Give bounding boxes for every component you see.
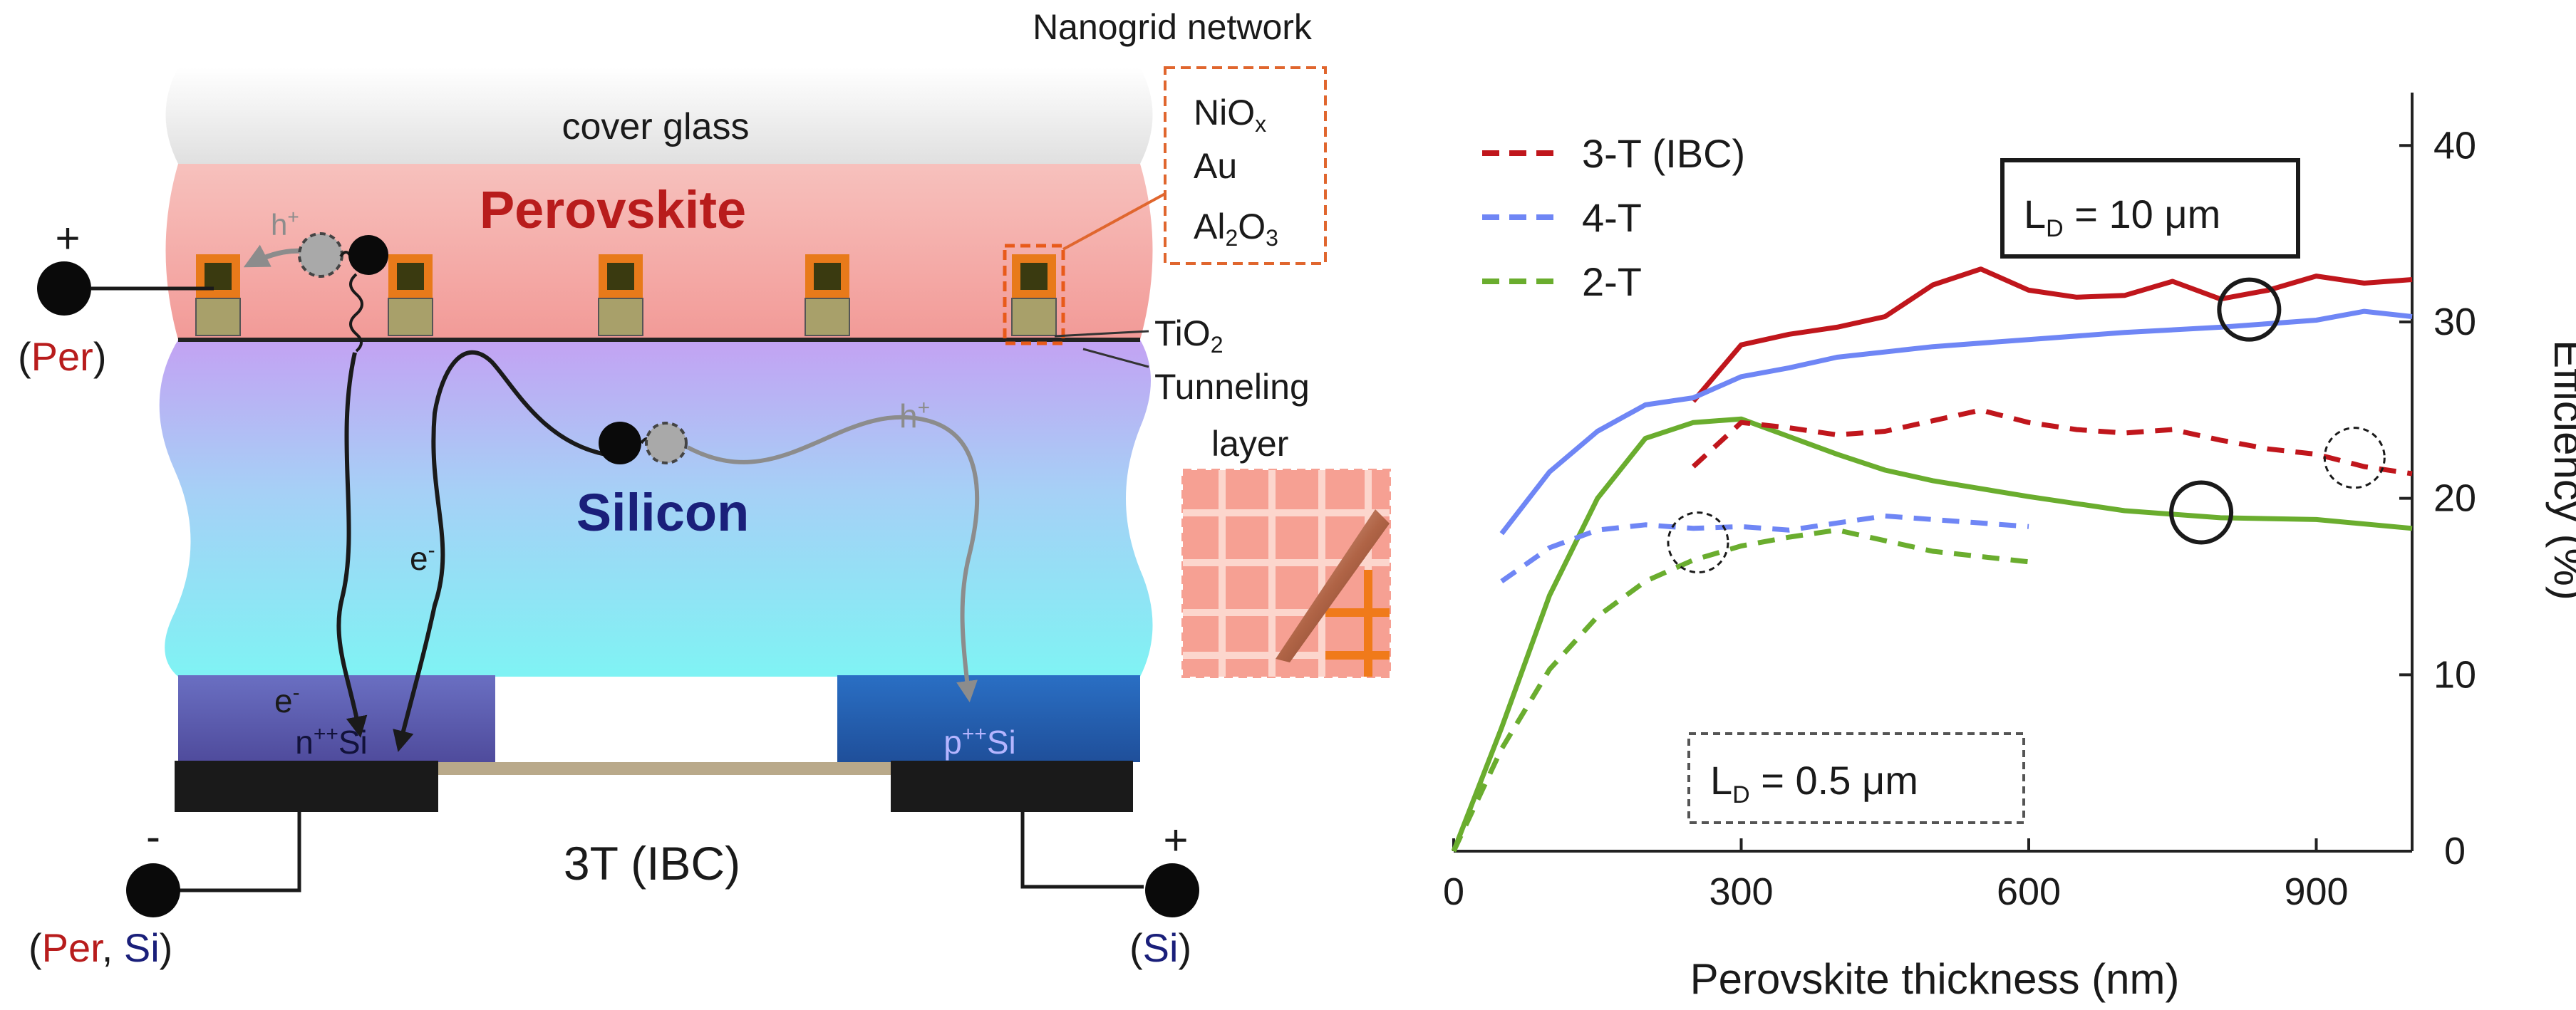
p-contact-label: p++Si [943,722,1016,761]
cover-glass-layer [165,68,1153,164]
hole-label-top: h+ [271,206,299,241]
terminal-silicon: + (Si) [1020,812,1199,970]
x-tick-label: 900 [2284,870,2348,913]
chart-legend: 3-T (IBC) 4-T 2-T [1482,131,1745,304]
perovskite-label: Perovskite [480,180,746,239]
ld-high-annotation: LD = 10 μm [2000,158,2300,259]
marker-circle-0 [2217,277,2282,342]
marker-circle-1 [2169,480,2234,545]
series-line-5 [1451,527,2029,853]
electron-top [348,235,388,275]
y-tick-label: 0 [2444,830,2466,873]
hole-top [298,232,343,278]
series-line-3 [1691,407,2413,477]
electron-label-2: e- [410,538,435,577]
ld-low-label: LD = 0.5 μm [1710,758,1918,808]
x-tick-label: 300 [1709,870,1773,913]
electron-label-1: e- [274,681,300,719]
device-label: 3T (IBC) [564,837,740,890]
y-tick-label: 30 [2433,301,2476,343]
nanogrid-callout-line [1062,192,1166,251]
terminal-plus-right: + [1163,816,1188,864]
probe-tip-icon [1276,509,1390,662]
chart-markers [1667,277,2386,574]
terminal-common: - (Per, Si) [29,812,301,970]
marker-circle-3 [1667,511,1729,574]
nanogrid-electrodes [195,244,1065,345]
terminal-per-si-label: (Per, Si) [29,925,172,970]
nanogrid-legend-box [1164,66,1327,265]
chart-axes: 0 300 600 900 0 10 20 30 40 [1443,93,2476,913]
terminal-plus-left: + [55,214,80,262]
terminal-perovskite: + (Per) [18,214,214,379]
cover-glass-label: cover glass [562,106,750,147]
x-tick-label: 600 [1997,870,2061,913]
tunneling-label-2: layer [1211,424,1288,464]
y-tick-label: 20 [2433,477,2476,520]
series-line-4 [1500,513,2029,583]
terminal-per-label: (Per) [18,334,106,379]
silicon-label: Silicon [576,483,750,542]
electron-path-2 [393,350,606,752]
x-tick-label: 0 [1443,870,1464,913]
series-line-0 [1691,266,2413,403]
legend-nio: NiOx [1194,93,1266,137]
legend-label-0: 3-T (IBC) [1582,131,1745,176]
tunneling-label-1: Tunneling [1154,367,1310,407]
efficiency-chart: 0 300 600 900 0 10 20 30 40 3-T (IBC) 4-T 2-T LD =… [1443,93,2576,1003]
nanogrid-title: Nanogrid network [1033,7,1313,47]
y-axis-title: Efficiency (%) [2545,340,2576,600]
legend-label-1: 4-T [1582,195,1642,240]
tio2-label: TiO2 [1154,313,1223,358]
n-doped-region [178,675,495,762]
y-tick-label: 10 [2433,653,2476,696]
legend-al2o3: Al2O3 [1194,207,1278,251]
legend-au: Au [1194,146,1237,186]
ld-low-annotation: LD = 0.5 μm [1687,732,2025,824]
hole-path-mid [686,415,980,702]
hole-mid [645,422,688,464]
electron-squiggle-down [349,273,363,353]
y-tick-label: 40 [2433,124,2476,167]
legend-label-2: 2-T [1582,259,1642,304]
hole-label-mid: h+ [899,396,930,434]
tunneling-leader [1082,348,1149,368]
series-line-1 [1499,308,2413,536]
n-contact-label: n++Si [295,722,368,761]
terminal-minus: - [146,813,160,860]
back-contact-left [175,761,438,812]
tio2-leader [1054,330,1149,338]
electron-path-1 [336,352,368,738]
ld-high-label: LD = 10 μm [2024,192,2220,242]
device-diagram: cover glass Perovskite Silicon n++Si p++… [18,7,1391,970]
terminal-si-label: (Si) [1129,925,1191,970]
nanogrid-thumbnail [1181,469,1391,678]
x-axis-title: Perovskite thickness (nm) [1690,955,2180,1003]
marker-circle-2 [2323,427,2386,489]
p-doped-region [837,675,1140,762]
electron-mid [599,422,641,464]
back-contact-right [891,761,1133,812]
back-contact-passivation [435,762,891,775]
silicon-layer [159,340,1153,677]
